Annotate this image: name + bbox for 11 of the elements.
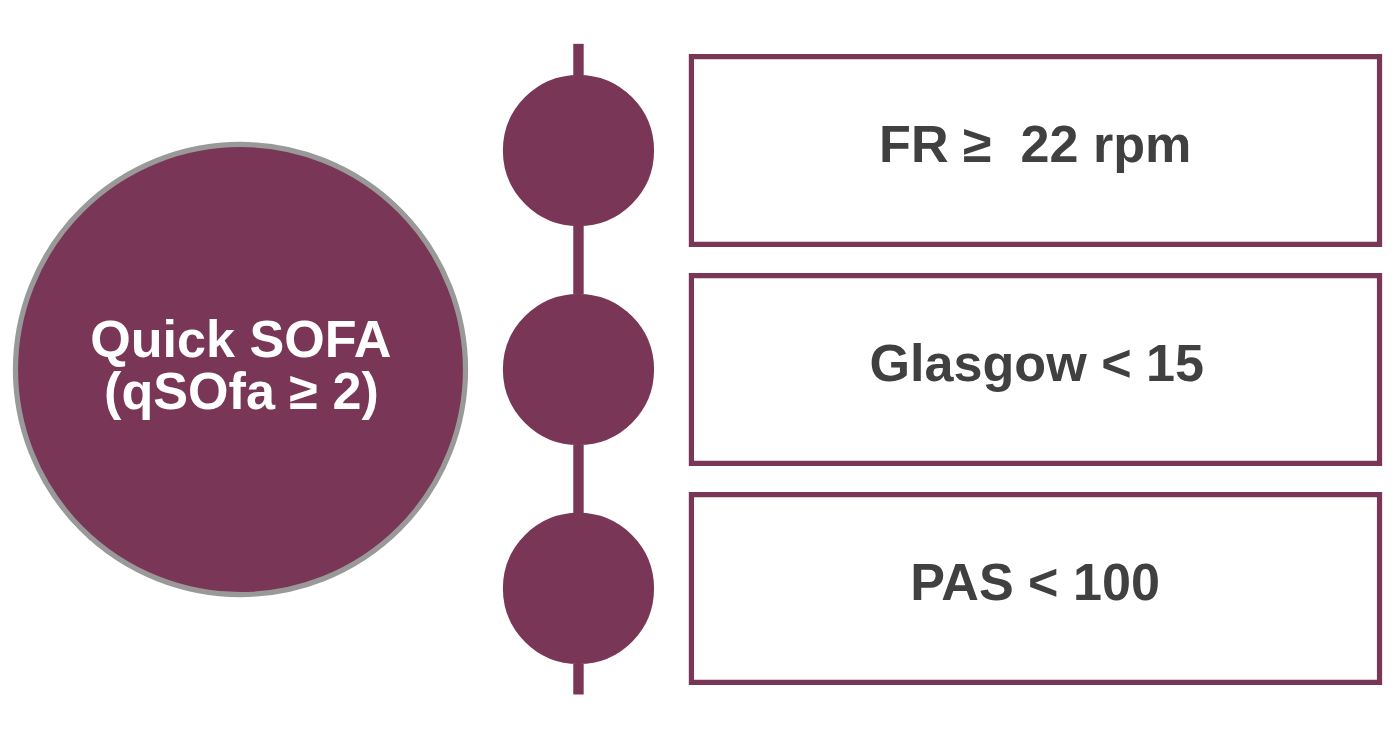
connector [573, 43, 584, 76]
node-box: Glasgow < 15 [688, 273, 1383, 466]
node-box: PAS < 100 [688, 492, 1383, 685]
connector [573, 225, 584, 295]
node-circle [502, 293, 655, 446]
node-circle [502, 512, 655, 665]
connector [573, 444, 584, 514]
node-circle: Quick SOFA (qSOfa ≥ 2) [12, 141, 469, 598]
node-circle [502, 74, 655, 227]
connector [573, 663, 584, 695]
node-box: FR ≥ 22 rpm [688, 54, 1383, 247]
